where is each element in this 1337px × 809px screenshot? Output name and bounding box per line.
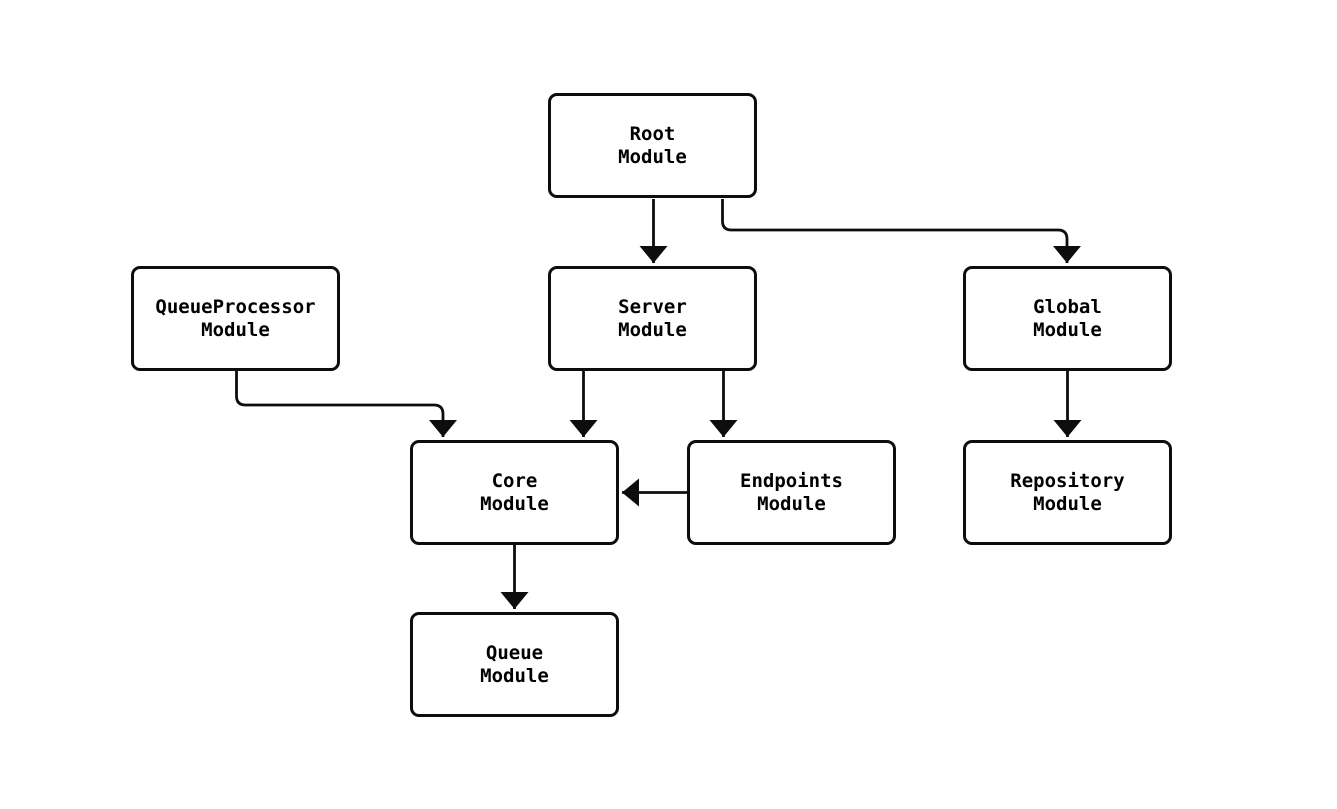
- edge-root-to-global: [721, 199, 1081, 263]
- edge-queueprocessor-to-core: [235, 371, 457, 437]
- node-label-line: Queue: [485, 641, 544, 664]
- node-label-line: QueueProcessor: [155, 295, 316, 318]
- node-repository-module: Repository Module: [963, 440, 1172, 545]
- node-label-line: Module: [480, 664, 549, 687]
- node-label-line: Module: [480, 492, 549, 515]
- node-label-line: Module: [1033, 492, 1102, 515]
- node-endpoints-module: Endpoints Module: [687, 440, 896, 545]
- node-label-line: Module: [618, 318, 687, 341]
- node-label-line: Module: [757, 492, 826, 515]
- node-label-line: Module: [1033, 318, 1102, 341]
- node-label-line: Root: [629, 122, 676, 145]
- node-queueprocessor-module: QueueProcessor Module: [131, 266, 340, 371]
- node-label-line: Core: [491, 469, 538, 492]
- node-label-line: Module: [201, 318, 270, 341]
- node-label-line: Server: [618, 295, 687, 318]
- node-root-module: Root Module: [548, 93, 757, 198]
- node-queue-module: Queue Module: [410, 612, 619, 717]
- node-label-line: Module: [618, 145, 687, 168]
- node-label-line: Repository: [1010, 469, 1125, 492]
- node-label-line: Global: [1033, 295, 1102, 318]
- node-label-line: Endpoints: [740, 469, 843, 492]
- node-server-module: Server Module: [548, 266, 757, 371]
- node-core-module: Core Module: [410, 440, 619, 545]
- node-global-module: Global Module: [963, 266, 1172, 371]
